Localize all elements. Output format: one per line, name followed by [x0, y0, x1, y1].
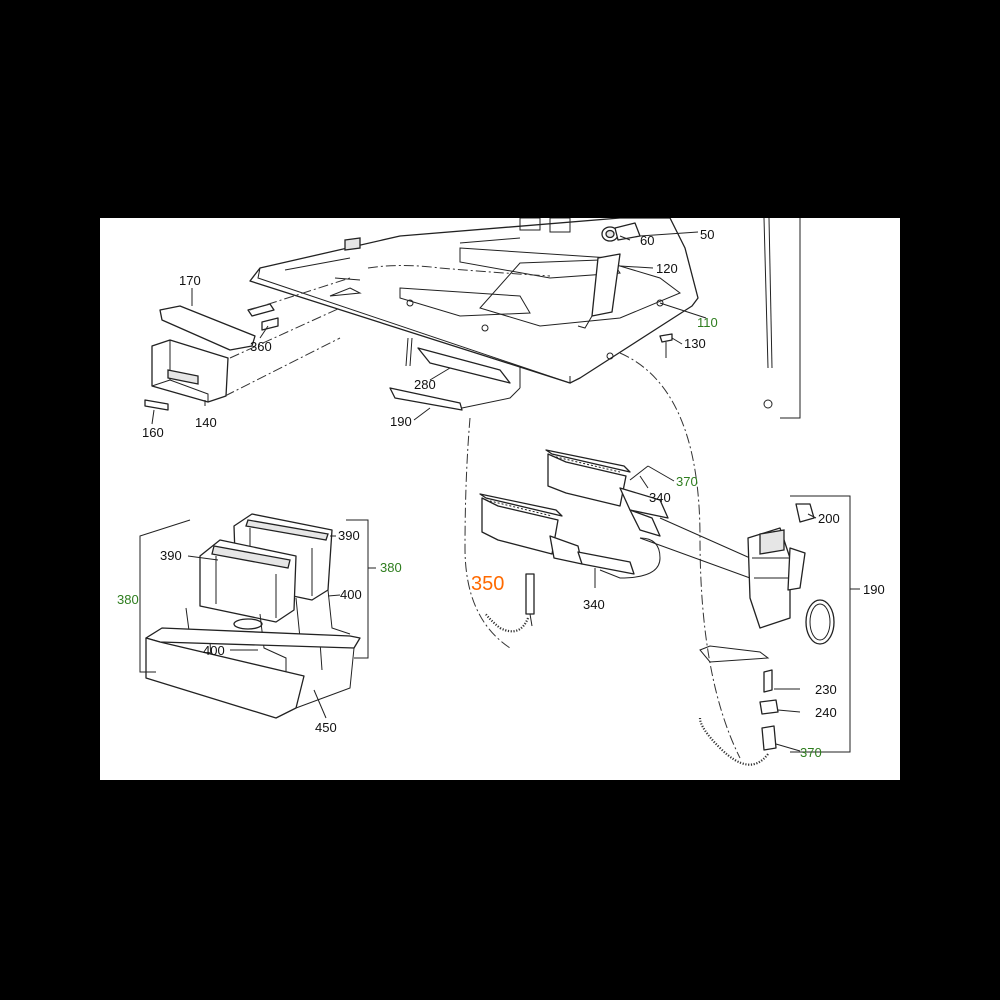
callout-370: 370	[676, 474, 698, 489]
part-140-box	[151, 339, 229, 403]
callout-450: 450	[315, 720, 337, 735]
callout-400: 400	[203, 643, 225, 658]
callout-350: 350	[471, 573, 504, 595]
callout-160: 160	[142, 425, 164, 440]
diagram-drawing: 50 60 120 110 130 170 360 140 160 280 19…	[117, 218, 885, 766]
burner-upper	[545, 449, 669, 537]
part-450-tray	[145, 627, 361, 719]
callout-190: 190	[390, 414, 412, 429]
base-plate	[249, 218, 699, 384]
part-160-pin	[144, 399, 169, 411]
part-170-lid	[159, 305, 256, 351]
callout-110: 110	[697, 315, 718, 330]
part-350-electrode	[525, 573, 535, 627]
callout-50: 50	[700, 227, 714, 242]
part-360-clip	[247, 303, 279, 331]
part-120-bracket	[577, 253, 621, 329]
part-280-rail	[389, 337, 521, 411]
exploded-parts-diagram: 50 60 120 110 130 170 360 140 160 280 19…	[100, 218, 900, 780]
callout-360: 360	[250, 339, 272, 354]
part-390-burner-box-front	[199, 539, 297, 630]
callout-140: 140	[195, 415, 217, 430]
callout-340: 340	[583, 597, 605, 612]
callout-370: 370	[800, 745, 822, 760]
callout-400: 400	[340, 587, 362, 602]
callout-60: 60	[640, 233, 654, 248]
gas-valve-assembly	[699, 503, 835, 751]
callout-240: 240	[815, 705, 837, 720]
part-130-screw	[659, 333, 673, 358]
callout-280: 280	[414, 377, 436, 392]
callout-390: 390	[338, 528, 360, 543]
callout-390: 390	[160, 548, 182, 563]
callout-170: 170	[179, 273, 201, 288]
callout-340: 340	[649, 490, 671, 505]
vertical-rod	[763, 218, 801, 419]
callout-380: 380	[380, 560, 402, 575]
callout-190: 190	[863, 582, 885, 597]
callout-200: 200	[818, 511, 840, 526]
callout-230: 230	[815, 682, 837, 697]
callout-380: 380	[117, 592, 139, 607]
burner-lower	[479, 493, 635, 575]
callout-120: 120	[656, 261, 678, 276]
callout-130: 130	[684, 336, 706, 351]
